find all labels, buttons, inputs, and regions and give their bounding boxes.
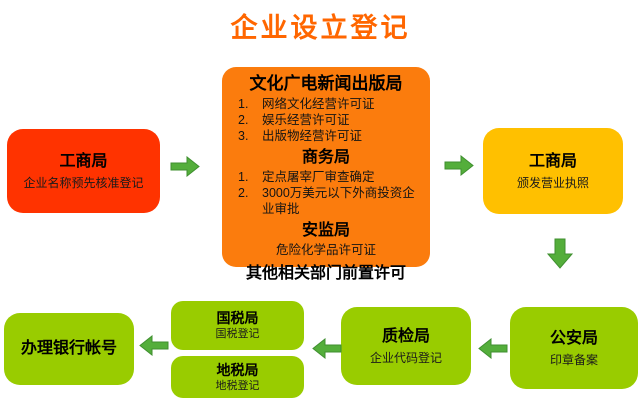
list-number: 2. (238, 113, 249, 127)
list-text: 网络文化经营许可证 (262, 97, 375, 111)
box-gongshangju-business-license: 工商局 颁发营业执照 (483, 128, 623, 214)
list-number: 1. (238, 170, 249, 184)
box-guoshuiju-national-tax: 国税局 国税登记 (171, 301, 304, 350)
box-gongshangju-name-precheck: 工商局 企业名称预先核准登记 (7, 129, 160, 213)
list-number: 1. (238, 97, 249, 111)
arrow-left-icon (139, 335, 169, 356)
box-zhijianju-enterprise-code: 质检局 企业代码登记 (341, 307, 471, 385)
section-footer-other-permits: 其他相关部门前置许可 (245, 265, 406, 282)
box-pre-approval-permits: 文化广电新闻出版局 1. 网络文化经营许可证 2. 娱乐经营许可证 3. 出版物… (222, 67, 430, 282)
list-item: 2. 娱乐经营许可证 (230, 112, 422, 128)
section-heading-commerce-bureau: 商务局 (301, 149, 350, 166)
section-heading-culture-bureau: 文化广电新闻出版局 (249, 74, 403, 93)
box-dishuiju-local-tax: 地税局 地税登记 (171, 356, 304, 398)
box-heading: 工商局 (59, 152, 108, 170)
section-heading-safety-bureau: 安监局 (301, 222, 350, 239)
arrow-down-icon (547, 238, 573, 269)
box-heading: 国税局 (216, 310, 259, 326)
list-number: 2. (238, 186, 249, 200)
list-item: 1. 网络文化经营许可证 (230, 96, 422, 112)
box-subtitle: 企业代码登记 (369, 350, 442, 365)
list-item: 2. 3000万美元以下外商投资企业审批 (230, 185, 422, 217)
section-note: 危险化学品许可证 (275, 243, 376, 257)
box-subtitle: 颁发营业执照 (516, 175, 589, 190)
list-number: 3. (238, 129, 249, 143)
box-subtitle: 印章备案 (549, 352, 598, 367)
box-subtitle: 国税登记 (215, 328, 260, 340)
arrow-left-icon (478, 338, 508, 359)
arrow-left-icon (312, 338, 342, 359)
box-gonganju-seal-filing: 公安局 印章备案 (510, 307, 638, 389)
arrow-right-icon (170, 156, 200, 177)
list-text: 3000万美元以下外商投资企业审批 (262, 186, 415, 216)
box-heading: 工商局 (528, 152, 577, 170)
box-heading: 公安局 (549, 329, 598, 347)
list-text: 定点屠宰厂审查确定 (262, 170, 375, 184)
list-text: 出版物经营许可证 (262, 129, 363, 143)
box-heading: 办理银行帐号 (20, 340, 117, 357)
list-item: 1. 定点屠宰厂审查确定 (230, 169, 422, 185)
list-text: 娱乐经营许可证 (262, 113, 350, 127)
box-subtitle: 企业名称预先核准登记 (23, 175, 144, 190)
box-heading: 地税局 (216, 361, 259, 378)
box-heading: 质检局 (381, 327, 430, 345)
page-title: 企业设立登记 (230, 13, 411, 43)
box-subtitle: 地税登记 (215, 379, 260, 392)
box-bank-account: 办理银行帐号 (4, 313, 134, 385)
arrow-right-icon (444, 155, 474, 176)
list-item: 3. 出版物经营许可证 (230, 128, 422, 144)
